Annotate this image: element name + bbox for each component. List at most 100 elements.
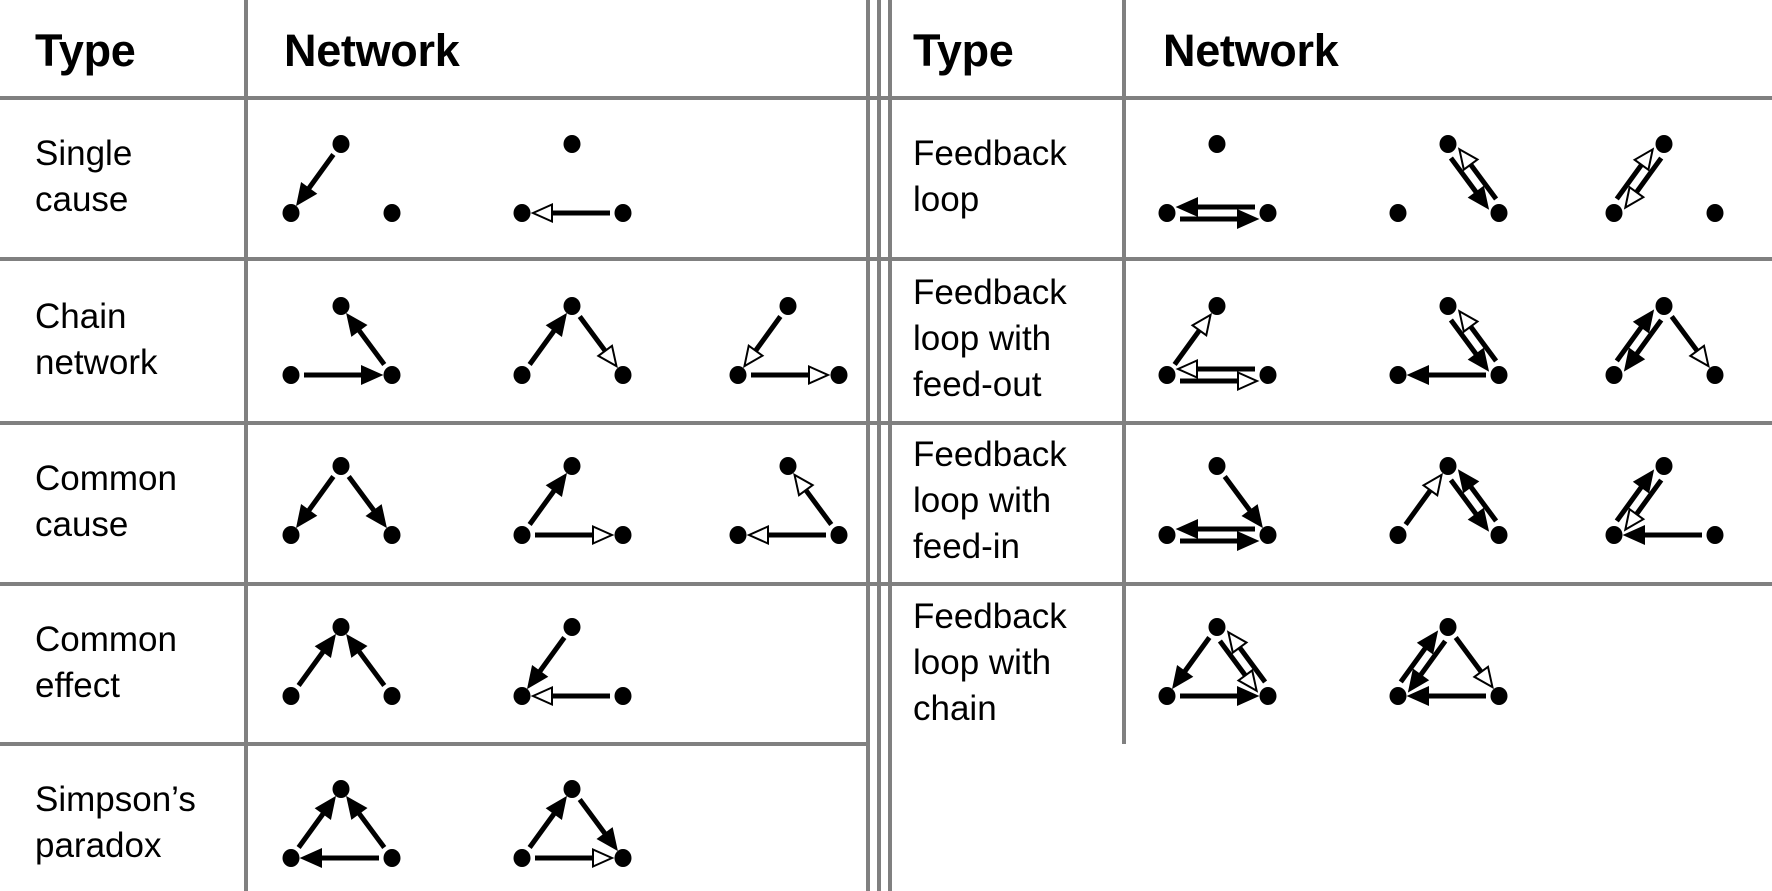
edge-L-to-T-filled-arrow-icon [527,795,567,849]
edge-L-to-R-open-arrow-icon [535,847,615,869]
edge-T-to-L-filled-arrow-icon [296,475,336,529]
edge-T-to-L-open-arrow-icon [1623,156,1664,210]
edge-T-to-R-open-arrow-icon [1217,639,1259,693]
node-R-dot-icon [614,687,632,705]
edge-R-to-L-open-arrow-icon [746,524,826,546]
node-L-dot-icon [1389,366,1407,384]
left-row-2-network-1 [282,297,401,386]
edge-T-to-L-filled-arrow-icon [296,153,336,207]
node-L-dot-icon [1158,204,1176,222]
node-R-dot-icon [830,526,848,544]
right-network-header: Network [1163,25,1339,76]
row-divider-line [0,257,1772,261]
node-T-dot-icon [1439,135,1457,153]
node-R-dot-icon [1490,687,1508,705]
node-L-dot-icon [1389,526,1407,544]
node-T-dot-icon [332,457,350,475]
node-T-dot-icon [1655,297,1673,315]
node-R-dot-icon [383,204,401,222]
edge-R-to-L-filled-arrow-icon [1175,196,1255,218]
node-L-dot-icon [1158,366,1176,384]
edge-R-to-T-filled-arrow-icon [346,312,387,367]
node-T-dot-icon [1208,618,1226,636]
edge-L-to-T-filled-arrow-icon [1614,469,1655,523]
node-R-dot-icon [1490,366,1508,384]
right-row-2-network-1 [1158,297,1277,392]
node-T-dot-icon [563,780,581,798]
node-T-dot-icon [1439,457,1457,475]
node-T-dot-icon [563,297,581,315]
node-L-dot-icon [1158,687,1176,705]
node-T-dot-icon [332,135,350,153]
right-row-4-network-2 [1389,618,1508,707]
left-row-4-network-2 [513,618,632,707]
right-row-2-network-3 [1605,297,1724,384]
node-L-dot-icon [1605,366,1623,384]
edge-T-to-L-filled-arrow-icon [527,636,567,690]
edge-T-to-R-filled-arrow-icon [1448,478,1490,532]
edge-R-to-T-open-arrow-icon [1457,147,1499,201]
node-L-dot-icon [513,849,531,867]
row-type-label-common-effect: Common effect [35,620,177,705]
node-R-dot-icon [614,366,632,384]
left-row-2-network-2 [513,297,632,384]
right-type-column-divider [1122,0,1126,744]
left-row-2-network-3 [729,297,848,386]
edge-R-to-L-filled-arrow-icon [1406,364,1486,386]
left-row-3-network-1 [282,457,401,544]
edge-R-to-L-open-arrow-icon [530,202,610,224]
edge-L-to-R-filled-arrow-icon [1180,208,1260,230]
node-R-dot-icon [1706,526,1724,544]
row-type-label-feedback-loop-chain: Feedback loop with chain [913,597,1067,728]
left-type-column-divider [244,0,248,891]
node-T-dot-icon [779,297,797,315]
node-T-dot-icon [1439,618,1457,636]
node-L-dot-icon [729,526,747,544]
node-T-dot-icon [332,618,350,636]
row-type-label-feedback-loop: Feedback loop [913,134,1067,219]
right-row-1-network-1 [1158,135,1277,230]
left-row-4-network-1 [282,618,401,705]
node-R-dot-icon [614,204,632,222]
edge-L-to-T-filled-arrow-icon [1614,309,1655,363]
edge-T-to-L-open-arrow-icon [743,315,783,369]
node-R-dot-icon [1259,204,1277,222]
left-row-1-network-1 [282,135,401,222]
row-type-label-chain-network: Chain network [35,297,158,382]
node-T-dot-icon [1208,297,1226,315]
node-T-dot-icon [1208,135,1226,153]
left-row-5-network-1 [282,780,401,869]
node-T-dot-icon [332,297,350,315]
node-R-dot-icon [1259,687,1277,705]
row-divider-line [0,421,1772,425]
edge-T-to-L-filled-arrow-icon [1172,636,1212,690]
edge-R-to-L-filled-arrow-icon [1175,518,1255,540]
node-R-dot-icon [383,366,401,384]
node-T-dot-icon [563,618,581,636]
edge-L-to-T-filled-arrow-icon [527,312,567,366]
edge-T-to-R-open-arrow-icon [1453,635,1494,690]
node-L-dot-icon [282,849,300,867]
node-R-dot-icon [383,687,401,705]
table-separator-line [888,0,892,891]
node-T-dot-icon [563,457,581,475]
right-row-4-network-1 [1158,618,1277,707]
edge-T-to-R-filled-arrow-icon [1448,156,1490,210]
edge-L-to-R-filled-arrow-icon [1180,685,1260,707]
node-T-dot-icon [1439,297,1457,315]
right-row-3-network-1 [1158,457,1277,552]
edge-T-to-R-open-arrow-icon [577,314,618,369]
left-network-header: Network [284,25,460,76]
edge-T-to-R-filled-arrow-icon [1222,474,1263,529]
edge-L-to-R-open-arrow-icon [1180,370,1260,392]
edge-L-to-T-open-arrow-icon [1403,472,1443,526]
node-R-dot-icon [1706,204,1724,222]
table-separator-line [866,0,870,891]
row-type-label-feedback-loop-feed-out: Feedback loop with feed-out [913,273,1067,404]
node-L-dot-icon [513,204,531,222]
edge-T-to-R-filled-arrow-icon [1448,318,1490,372]
edge-T-to-R-open-arrow-icon [1669,314,1710,369]
edge-R-to-T-filled-arrow-icon [1457,469,1499,523]
node-T-dot-icon [779,457,797,475]
row-divider-line [0,582,1772,586]
